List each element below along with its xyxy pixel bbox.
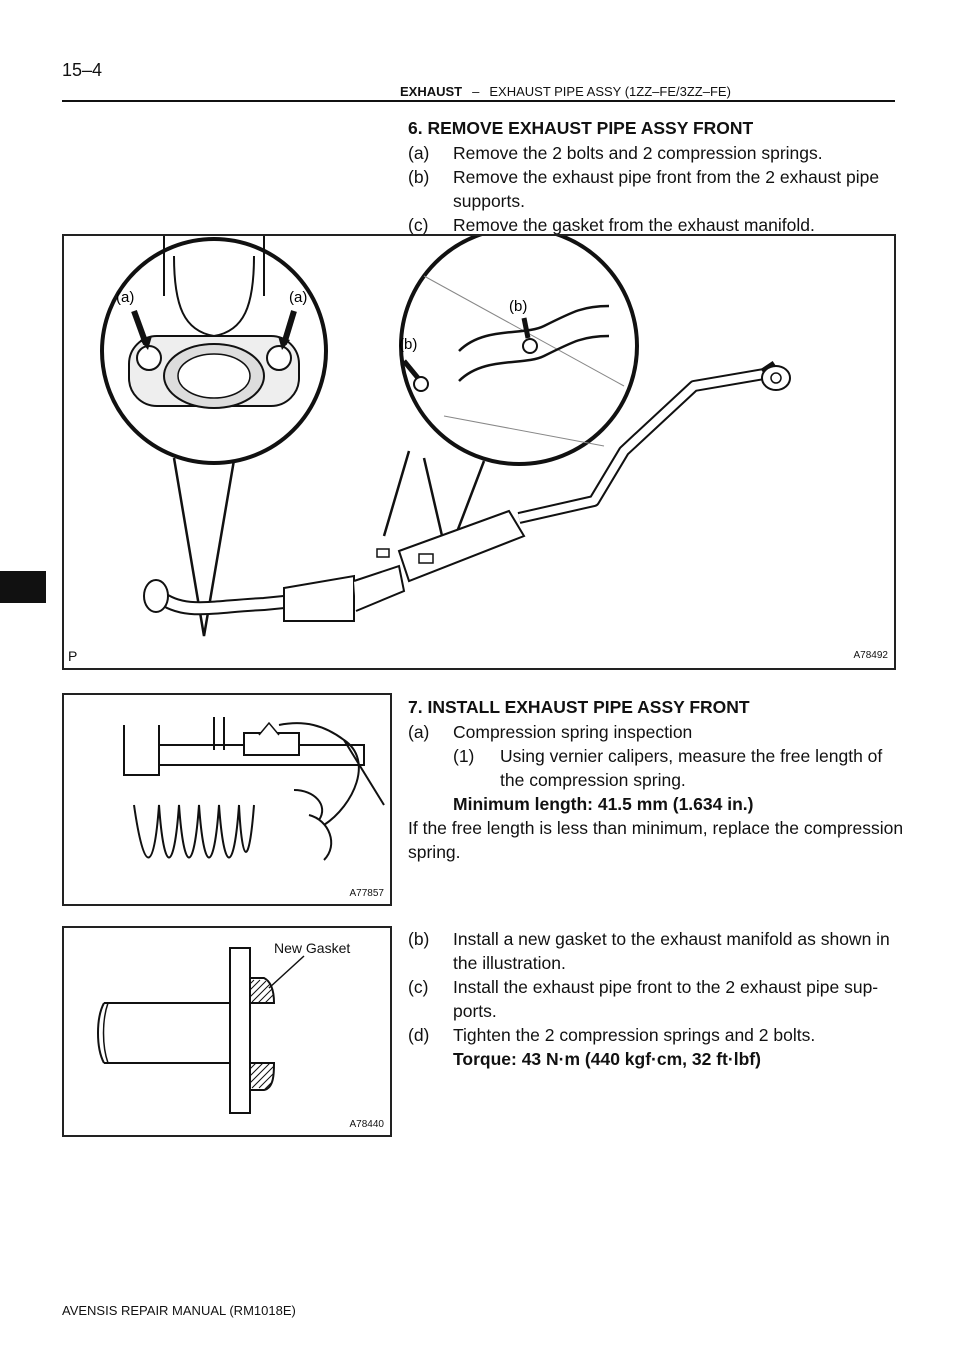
- caliper-slider: [243, 732, 300, 756]
- figure1-corner-letter: P: [68, 648, 78, 664]
- callout-a-left: (a): [116, 289, 134, 306]
- callout-b-right: (b): [509, 298, 527, 315]
- step7-item-b-text-cont: the illustration.: [453, 953, 566, 973]
- replace-note-line2: spring.: [408, 842, 461, 862]
- step6-item-b-text-cont: supports.: [453, 191, 525, 211]
- support-right: [522, 338, 538, 354]
- step7-item-b-text: Install a new gasket to the exhaust mani…: [453, 929, 890, 949]
- step7-item-a1-label: (1): [453, 746, 475, 766]
- step6-item-a-text: Remove the 2 bolts and 2 compression spr…: [453, 143, 823, 163]
- step7-item-a-text: Compression spring inspection: [453, 722, 693, 742]
- step6-item-b-text: Remove the exhaust pipe front from the 2…: [453, 167, 880, 187]
- step7-item-d-text: Tighten the 2 compression springs and 2 …: [453, 1025, 816, 1045]
- figure3-code: A78440: [349, 1119, 384, 1130]
- footer-manual-id: AVENSIS REPAIR MANUAL (RM1018E): [62, 1303, 296, 1318]
- spring: [133, 804, 255, 859]
- support-left: [413, 376, 429, 392]
- caliper-illustration: [123, 717, 385, 861]
- section-tab-marker: [0, 571, 46, 603]
- gasket-illustration: [97, 947, 305, 1114]
- torque-spec: Torque: 43 N·m (440 kgf·cm, 32 ft·lbf): [453, 1049, 761, 1069]
- step7-item-a1-text: Using vernier calipers, measure the free…: [500, 746, 883, 766]
- header-rule: [62, 100, 895, 102]
- page-number: 15–4: [62, 60, 103, 80]
- caliper-figure: A77857: [62, 693, 392, 906]
- step6-title: 6. REMOVE EXHAUST PIPE ASSY FRONT: [408, 118, 754, 138]
- step7-item-a1-text-cont: the compression spring.: [500, 770, 686, 790]
- step7-item-b-label: (b): [408, 929, 430, 949]
- running-header: EXHAUST–EXHAUST PIPE ASSY (1ZZ–FE/3ZZ–FE…: [400, 84, 731, 99]
- front-flange: [143, 579, 169, 613]
- hand-outline: [278, 722, 360, 826]
- callout-a-right: (a): [289, 289, 307, 306]
- step6-item-c-text: Remove the gasket from the exhaust manif…: [453, 215, 815, 235]
- replace-note-line1: If the free length is less than minimum,…: [408, 818, 904, 838]
- step7-item-d-label: (d): [408, 1025, 430, 1045]
- spec-min-length: Minimum length: 41.5 mm (1.634 in.): [453, 794, 754, 814]
- flange: [229, 947, 251, 1114]
- step7-title: 7. INSTALL EXHAUST PIPE ASSY FRONT: [408, 697, 750, 717]
- step7-item-c-label: (c): [408, 977, 429, 997]
- figure2-code: A77857: [349, 888, 384, 899]
- arrow-b-left: [402, 359, 420, 380]
- gasket-figure: New Gasket A78440: [62, 926, 392, 1137]
- arrow-b-right: [521, 317, 531, 339]
- callout-b-left: (b): [399, 336, 417, 353]
- header-separator: –: [472, 84, 480, 99]
- step6-item-b-label: (b): [408, 167, 430, 187]
- catalytic-converter: [283, 574, 355, 622]
- exhaust-pipe-figure: (a) (a) (b) (b) P A78492: [62, 226, 896, 670]
- gasket-leader-line: [268, 955, 305, 989]
- subsection-title: EXHAUST PIPE ASSY (1ZZ–FE/3ZZ–FE): [489, 84, 731, 99]
- section-title: EXHAUST: [400, 84, 463, 99]
- step6-item-c-label: (c): [408, 215, 429, 235]
- arrow-a-left: [131, 309, 149, 346]
- figure1-code: A78492: [853, 650, 888, 661]
- bolt-left: [136, 345, 162, 371]
- step7-item-c-text-cont: ports.: [453, 1001, 497, 1021]
- step7-item-a-label: (a): [408, 722, 430, 742]
- exhaust-pipe-illustration: (a) (a) (b) (b): [100, 226, 791, 637]
- step6-item-a-label: (a): [408, 143, 430, 163]
- step7-item-c-text: Install the exhaust pipe front to the 2 …: [453, 977, 879, 997]
- new-gasket-label: New Gasket: [274, 940, 351, 956]
- arrow-a-right: [281, 310, 297, 345]
- bolt-right: [266, 345, 292, 371]
